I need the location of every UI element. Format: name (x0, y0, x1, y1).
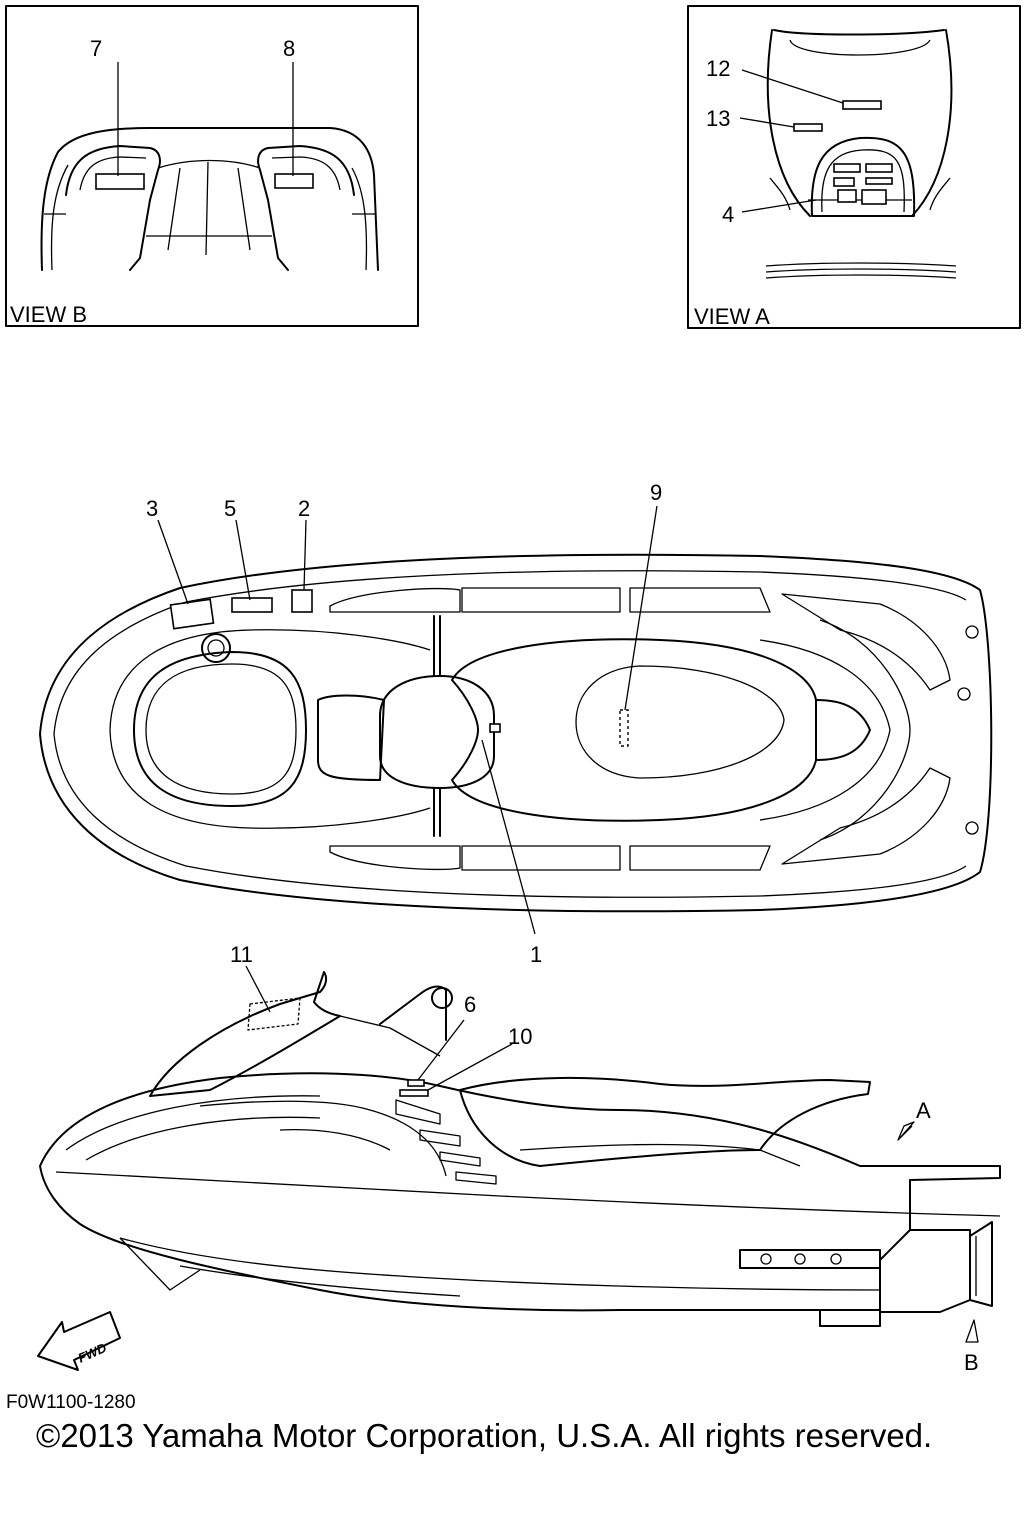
callout-13: 13 (706, 106, 730, 131)
callout-11: 11 (230, 942, 253, 967)
forward-arrow-icon: FWD (37, 1311, 121, 1371)
callout-3: 3 (146, 496, 158, 521)
callout-2: 2 (298, 496, 310, 521)
view-a-inset: 12 13 4 VIEW A (687, 5, 1021, 329)
view-marker-a: A (916, 1098, 931, 1123)
view-a-label: VIEW A (694, 304, 770, 329)
callout-1: 1 (530, 942, 542, 967)
part-code: F0W1100-1280 (6, 1392, 136, 1413)
watercraft-top-view: 3 5 2 9 1 (39, 480, 993, 967)
watercraft-side-view: 11 6 10 A B (39, 942, 1001, 1375)
callout-4: 4 (722, 202, 734, 227)
fwd-label: FWD (76, 1340, 110, 1366)
view-b-inset: 7 8 VIEW B (5, 5, 419, 327)
callout-7: 7 (90, 36, 102, 61)
callout-9: 9 (650, 480, 662, 505)
callout-8: 8 (283, 36, 295, 61)
callout-6: 6 (464, 992, 476, 1017)
callout-10: 10 (508, 1024, 532, 1049)
callout-5: 5 (224, 496, 236, 521)
view-marker-b: B (964, 1350, 979, 1375)
callout-12: 12 (706, 56, 730, 81)
copyright-notice: ©2013 Yamaha Motor Corporation, U.S.A. A… (36, 1417, 933, 1454)
view-b-label: VIEW B (10, 302, 87, 327)
